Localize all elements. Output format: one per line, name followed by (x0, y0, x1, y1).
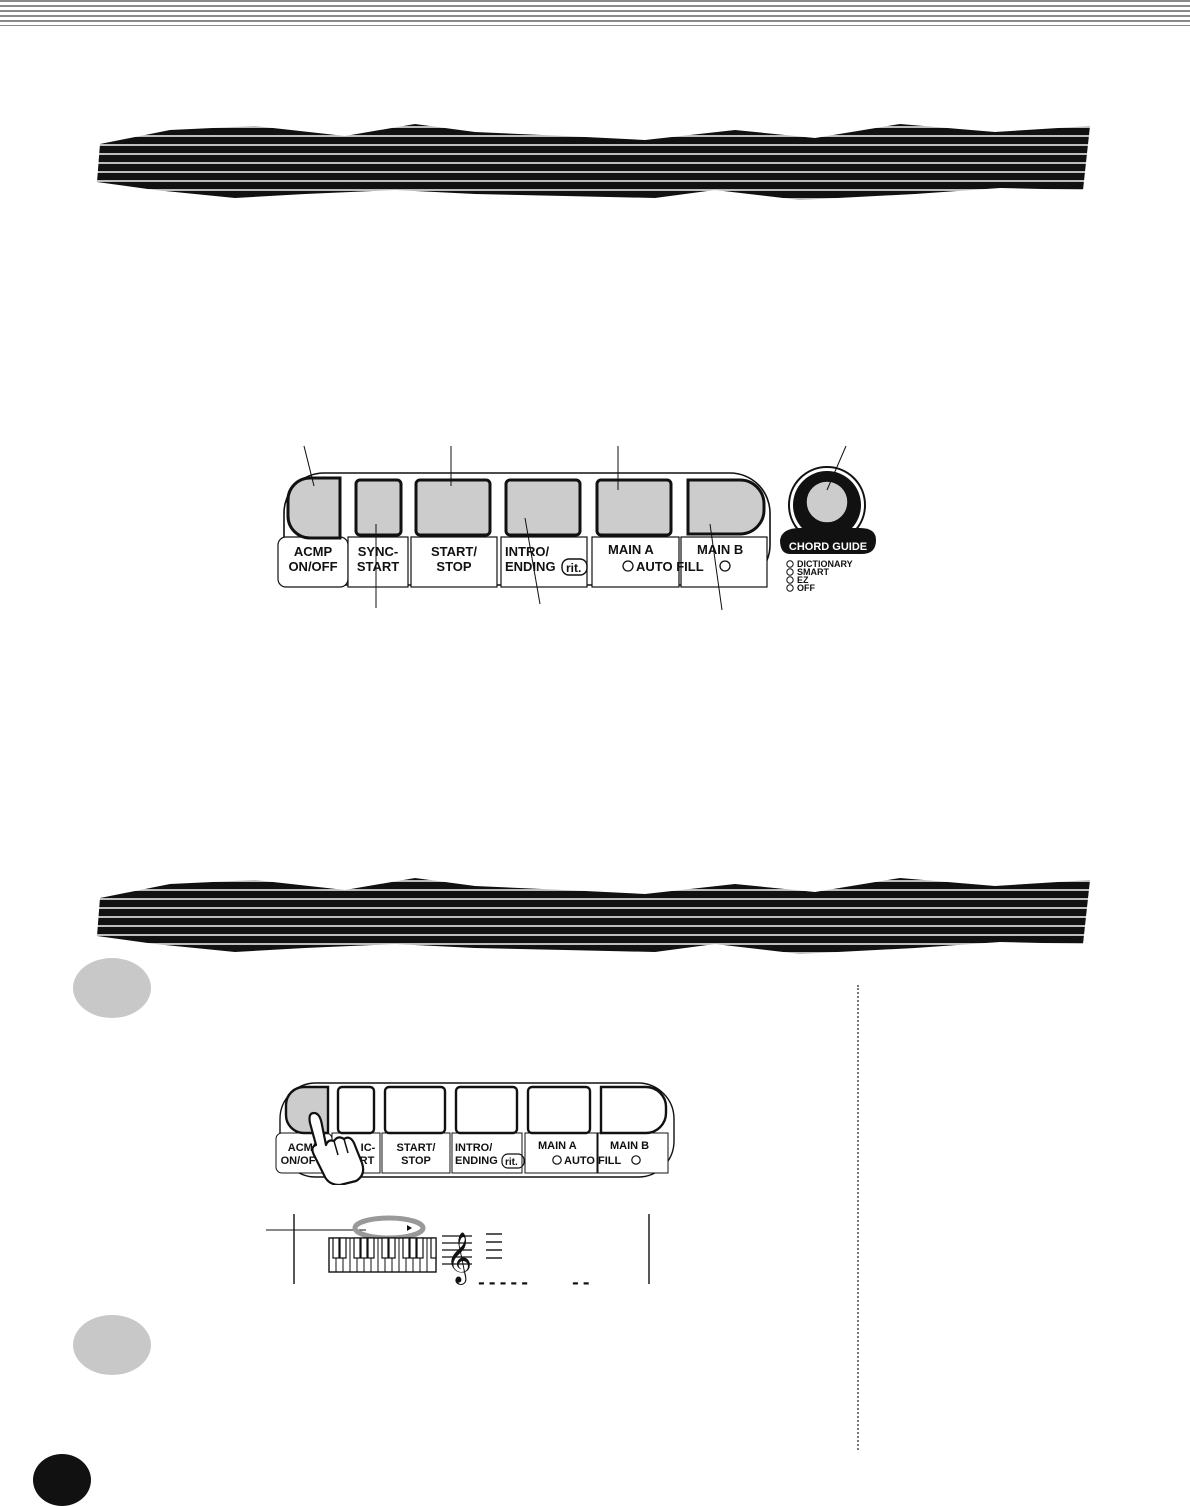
lcd-dash-right: -- (570, 1274, 592, 1290)
lcd-dash-left: ----- (476, 1274, 530, 1290)
sync-start-button[interactable] (336, 1085, 376, 1135)
sidebar-divider (857, 985, 859, 1450)
rit-label: rit. (566, 561, 581, 575)
chord-guide-option-smart: SMART (797, 567, 829, 577)
start-stop-button[interactable] (383, 1085, 447, 1135)
page-number-marker (33, 1454, 91, 1506)
auto-fill-label: AUTO FILL (564, 1155, 622, 1167)
chord-guide-label: CHORD GUIDE (789, 541, 867, 553)
acmp-label-1: ACMP (294, 544, 333, 559)
lcd-display: 𝄞 ----- -- (266, 1214, 650, 1290)
acmp-label-2: ON/OF (281, 1155, 316, 1167)
chord-guide-option-ez: EZ (797, 575, 809, 585)
chord-guide-option-dictionary: DICTIONARY (797, 559, 853, 569)
intro-label-1: INTRO/ (455, 1142, 492, 1154)
step-marker-1 (73, 958, 151, 1018)
keyboard-icon (328, 1237, 437, 1273)
main-a-button[interactable] (595, 478, 673, 537)
main-a-button[interactable] (526, 1085, 592, 1135)
startstop-label-2: STOP (436, 559, 471, 574)
step-marker-2 (73, 1315, 151, 1375)
panel-diagram-top: ACMP ON/OFF SYNC- START START/ STOP INTR… (277, 445, 876, 611)
treble-clef-icon: 𝄞 (442, 1232, 472, 1285)
start-stop-button[interactable] (414, 478, 492, 537)
main-a-label: MAIN A (608, 542, 654, 557)
svg-text:𝄞: 𝄞 (446, 1232, 472, 1285)
callout-lines (303, 445, 847, 611)
hand-press-icon (308, 1111, 365, 1185)
intro-ending-button[interactable] (454, 1085, 519, 1135)
chord-guide-button[interactable] (805, 480, 849, 524)
section-banner-2 (95, 874, 1090, 954)
main-a-label: MAIN A (538, 1140, 577, 1152)
intro-label-2: ENDING (505, 559, 556, 574)
startstop-label-1: START/ (431, 544, 477, 559)
panel-diagram-bottom: ACMP ON/OF IC- RT START/ STOP INTRO/ END… (275, 1082, 675, 1185)
intro-label-1: INTRO/ (505, 544, 549, 559)
acmp-indicator-highlight (352, 1215, 426, 1241)
startstop-label-2: STOP (401, 1155, 431, 1167)
main-b-button[interactable] (599, 1085, 668, 1135)
rit-label: rit. (505, 1157, 518, 1168)
sync-label-1: SYNC- (358, 544, 398, 559)
sync-label-1: IC- (361, 1142, 376, 1154)
intro-label-2: ENDING (455, 1155, 498, 1167)
intro-ending-button[interactable] (504, 478, 582, 537)
page-header-rules (0, 0, 1190, 26)
section-banner-1 (95, 120, 1090, 200)
chord-guide-option-off: OFF (797, 583, 815, 593)
sync-label-2: START (357, 559, 399, 574)
auto-fill-label: AUTO FILL (636, 559, 704, 574)
main-b-label: MAIN B (697, 542, 743, 557)
sync-start-button[interactable] (354, 478, 403, 537)
startstop-label-1: START/ (397, 1142, 436, 1154)
acmp-label-2: ON/OFF (288, 559, 337, 574)
main-b-label: MAIN B (610, 1140, 649, 1152)
acmp-button[interactable] (286, 476, 342, 540)
main-b-button[interactable] (686, 478, 766, 536)
